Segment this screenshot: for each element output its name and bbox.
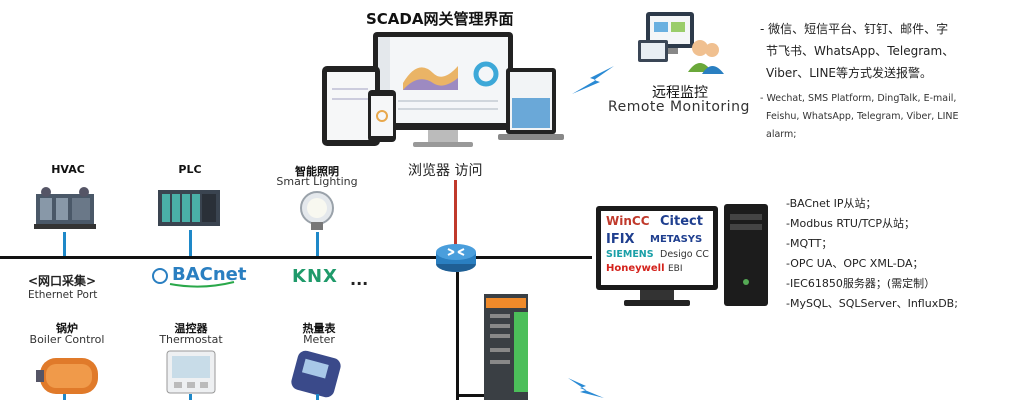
device-sub-meter: Meter — [303, 333, 335, 346]
bacnet-text: BACnet — [172, 264, 247, 285]
thermostat-icon — [166, 350, 216, 394]
alarm-en-line: alarm; — [766, 129, 797, 140]
device-sub-lighting: Smart Lighting — [276, 175, 358, 188]
protocol-item: -MQTT； — [786, 237, 833, 250]
devices-mockup — [318, 28, 568, 160]
device-label-plc: PLC — [178, 163, 202, 176]
pc-tower-icon — [724, 204, 770, 308]
logo-wincc: WinCC — [606, 214, 650, 228]
device-label-hvac: HVAC — [51, 163, 85, 176]
more-dots: ... — [350, 270, 369, 289]
gateway-device-icon — [484, 294, 534, 400]
hvac-link — [63, 232, 66, 256]
scada-monitor: WinCC Citect IFIX METASYS SIEMENS Desigo… — [596, 206, 722, 310]
protocol-item: -IEC61850服务器；(需定制） — [786, 277, 936, 290]
thermostat-link — [189, 394, 192, 400]
device-label-lighting: 智能照明 — [295, 165, 339, 178]
logo-honeywell: Honeywell — [606, 263, 665, 274]
hvac-icon — [30, 186, 100, 232]
boiler-icon — [36, 350, 102, 400]
wireless-lightning-icon — [570, 64, 616, 96]
device-label-meter: 热量表 — [302, 322, 336, 335]
router-down-line — [456, 272, 459, 400]
meter-link — [316, 394, 319, 400]
heat-meter-icon — [288, 348, 348, 400]
lightbulb-icon — [296, 190, 338, 232]
logo-ifix: IFIX — [606, 232, 635, 247]
ethernet-en-label: Ethernet Port — [28, 289, 98, 301]
logo-ebi: EBI — [668, 264, 683, 274]
alarm-cn-line: 节飞书、WhatsApp、Telegram、 — [766, 44, 955, 58]
plc-icon — [158, 188, 220, 230]
remote-monitor-icon — [636, 10, 726, 80]
device-label-boiler: 锅炉 — [56, 322, 78, 335]
logo-desigo: Desigo CC — [660, 249, 709, 260]
alarm-cn-line: - 微信、短信平台、钉钉、邮件、字 — [760, 22, 949, 36]
ethernet-bus — [0, 256, 592, 259]
alarm-en-line: Feishu, WhatsApp, Telegram, Viber, LINE — [766, 111, 959, 122]
boiler-link — [63, 394, 66, 400]
protocol-item: -OPC UA、OPC XML-DA； — [786, 257, 924, 270]
logo-siemens: SIEMENS — [606, 249, 654, 260]
alarm-cn-line: Viber、LINE等方式发送报警。 — [766, 66, 932, 80]
alarm-en-line: - Wechat, SMS Platform, DingTalk, E-mail… — [760, 93, 957, 104]
uplink-line — [454, 180, 457, 246]
browser-access-label: 浏览器 访问 — [408, 163, 483, 179]
alarm-en-block: - Wechat, SMS Platform, DingTalk, E-mail… — [760, 90, 1020, 144]
ethernet-cn-label: <网口采集> — [28, 274, 97, 288]
wireless-lightning-icon — [566, 376, 606, 400]
protocol-item: -Modbus RTU/TCP从站； — [786, 217, 916, 230]
protocol-item: -MySQL、SQLServer、InfluxDB; — [786, 297, 958, 310]
remote-monitor-cn: 远程监控 — [652, 85, 708, 101]
bacnet-logo: BACnet — [152, 264, 247, 288]
router-icon — [434, 238, 478, 274]
scada-title: SCADA网关管理界面 — [366, 10, 514, 28]
device-sub-boiler: Boiler Control — [29, 333, 105, 346]
protocol-list: -BACnet IP从站； -Modbus RTU/TCP从站； -MQTT； … — [786, 194, 1018, 314]
device-sub-thermostat: Thermostat — [159, 333, 223, 346]
knx-logo: KNX — [292, 266, 338, 287]
logo-metasys: METASYS — [650, 234, 703, 245]
plc-link — [189, 230, 192, 256]
protocol-item: -BACnet IP从站； — [786, 197, 877, 210]
gateway-link — [456, 394, 490, 397]
logo-citect: Citect — [660, 214, 703, 229]
device-label-thermostat: 温控器 — [174, 322, 208, 335]
remote-monitor-en: Remote Monitoring — [608, 99, 750, 115]
lighting-link — [316, 232, 319, 256]
alarm-cn-block: - 微信、短信平台、钉钉、邮件、字 节飞书、WhatsApp、Telegram、… — [760, 18, 1020, 84]
